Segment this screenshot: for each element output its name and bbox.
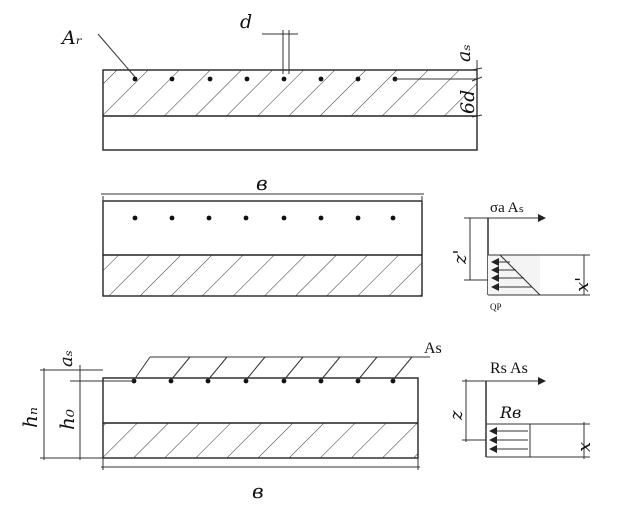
label-z-prime: z' [450, 250, 471, 265]
rebar-dot [243, 215, 249, 221]
top-compression-hatch [103, 70, 477, 116]
as-leader [170, 356, 191, 381]
rebar-dot [168, 378, 174, 384]
label-z: z [446, 410, 467, 421]
label-x: x [574, 442, 595, 452]
rebar-dot [318, 215, 324, 221]
bot-compression-hatch [103, 423, 418, 458]
label-as-bot: As [424, 340, 442, 357]
rebar-dot [281, 215, 287, 221]
rebar-dot [318, 378, 324, 384]
rebar-dot [318, 76, 324, 82]
section-top: Aᵣ d aₛ 6d [60, 11, 483, 151]
label-d: d [240, 11, 252, 33]
rebar-dot [355, 215, 361, 221]
label-qp: QP [490, 302, 502, 312]
rebar-dot [281, 378, 287, 384]
rebar-dot [390, 215, 396, 221]
label-as-top: aₛ [453, 44, 475, 62]
label-rs-as: Rs As [490, 360, 528, 377]
as-leader [357, 356, 378, 381]
label-b-bot: в [252, 479, 264, 503]
rebar-dot [207, 76, 213, 82]
rebar-dot [281, 76, 287, 82]
label-x-prime: x' [572, 277, 593, 292]
as-leader-group [133, 356, 430, 381]
rebar-dot [243, 378, 249, 384]
as-leader [133, 356, 151, 381]
bot-stress-diagram: Rs As Rв z x [446, 360, 595, 459]
rebar-dot [205, 378, 211, 384]
label-6d: 6d [457, 90, 479, 114]
tick [471, 114, 483, 118]
tick [471, 76, 483, 82]
section-bottom: As aₛ hₙ h₀ в Rs As Rв [18, 340, 595, 503]
as-leader [283, 356, 304, 381]
label-h-n: hₙ [18, 407, 42, 428]
mid-rebar-row [132, 215, 396, 221]
tick [471, 67, 483, 71]
bot-rebar-row [131, 378, 396, 384]
rebar-dot [244, 76, 250, 82]
as-leader [392, 356, 413, 381]
rebar-dot [169, 76, 175, 82]
mid-compression-hatch [103, 255, 422, 296]
as-leader [245, 356, 266, 381]
rebar-dot [132, 215, 138, 221]
label-as-bot-left: aₛ [56, 350, 77, 367]
rebar-dot [206, 215, 212, 221]
as-leader [207, 356, 228, 381]
rebar-dot [390, 378, 396, 384]
rebar-dot [355, 76, 361, 82]
label-r-b: Rв [499, 403, 521, 422]
label-sigma-a-as: σa Aₛ [490, 200, 524, 216]
mid-stress-diagram: σa Aₛ z' x' QP [450, 200, 593, 312]
label-a-r: Aᵣ [60, 27, 83, 49]
top-rebar-row [132, 76, 398, 82]
rebar-dot [169, 215, 175, 221]
section-middle: в σa Aₛ z' x' QP [101, 171, 593, 312]
label-h-0: h₀ [55, 409, 79, 430]
stress-block-fill [488, 255, 540, 295]
label-b-mid: в [256, 171, 268, 195]
as-leader [320, 356, 341, 381]
rebar-dot [132, 76, 138, 82]
rebar-dot [355, 378, 361, 384]
ar-leader-line [97, 33, 136, 78]
